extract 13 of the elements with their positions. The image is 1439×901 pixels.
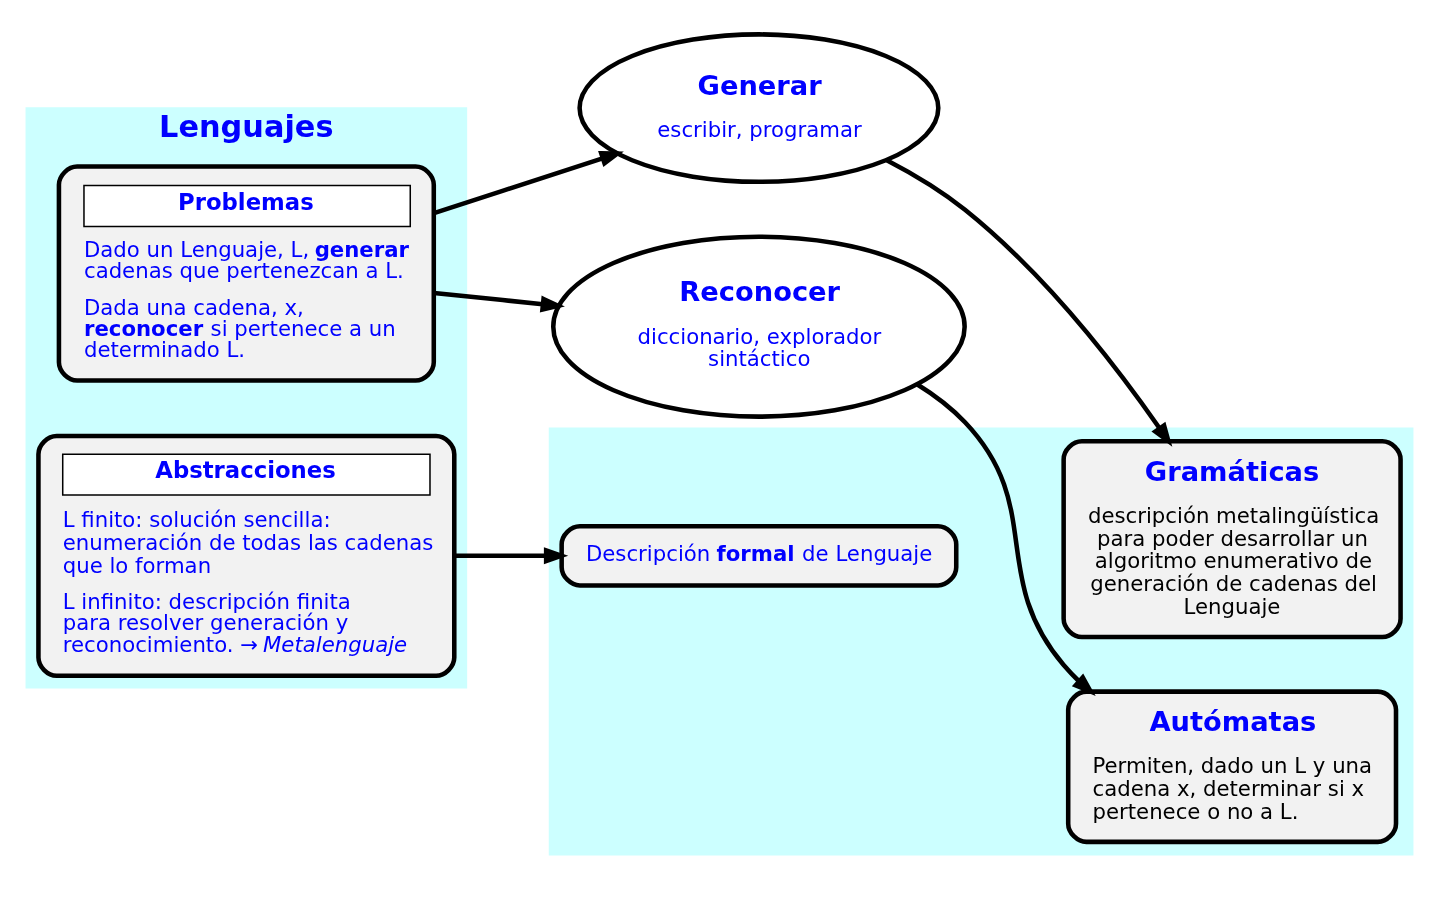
node-ellipse: Reconocer diccionario, explorador sintáctico [551, 234, 967, 419]
node-box: Autómatas Permiten, dado un L y una cadena x, determinar si x pertenece o no a L. [1065, 689, 1399, 845]
node-box: Abstracciones L finito: solución sencilla: enumeración de todas las cadenas que lo forman L infinito: descripción finita para resolver generación y reconocimiento. → Metalenguaje [36, 433, 457, 678]
node-box: Problemas Dado un Lenguaje, L, generar cadenas que pertenezcan a L. Dada una cadena, x, reconocer si pertenece a un determinado L. [56, 164, 437, 383]
cluster [548, 427, 1414, 856]
node-ellipse: Generar escribir, programar [577, 32, 941, 185]
node-box: Gramáticas descripción metalingüística para poder desarrollar un algoritmo enumerativo de generación de cadenas del Lenguaje [1061, 438, 1403, 640]
arrow [916, 382, 1096, 697]
arrow [885, 158, 1173, 447]
arrow [433, 290, 565, 313]
arrow [454, 547, 569, 565]
node-box: Descripción formal de Lenguaje [559, 523, 959, 588]
arrow [433, 150, 624, 216]
